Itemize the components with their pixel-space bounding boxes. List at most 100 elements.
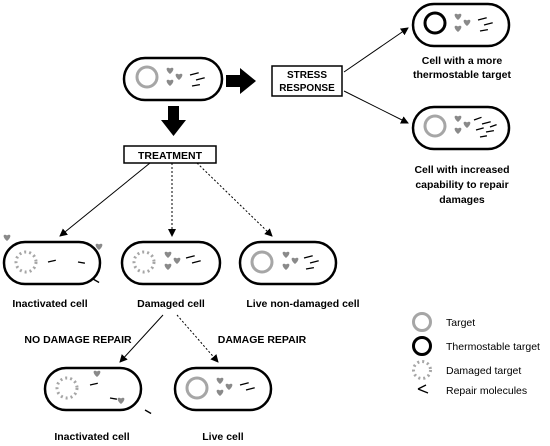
inactivated-top-label: Inactivated cell [12,298,87,310]
cell-contents [3,13,497,415]
arrow-to-thermostable [343,27,409,73]
stress-response-box: STRESS RESPONSE [271,65,343,97]
repair-molecule-icon [417,384,429,394]
damaged-target-icon [412,360,432,380]
cell-thermostable [411,2,511,48]
legend-target-label: Target [446,317,475,329]
target-molecule-icon [454,13,462,20]
repair-molecule-icon [485,129,495,133]
target-molecule-icon [291,257,299,264]
target-icon [412,312,432,332]
cell-inactivated-top [2,240,102,286]
repair-molecule-icon [475,127,484,131]
repair-molecule-icon [245,387,255,391]
target-molecule-icon [117,397,125,404]
repair-molecule-icon [191,83,201,87]
target-molecule-icon [164,251,172,258]
live-label: Live cell [202,431,244,443]
target-molecule-icon [166,79,174,86]
repair-molecule-icon [481,121,491,125]
repair-molecule-icon [89,382,98,386]
legend: Target Thermostable target Damaged targe… [412,312,540,397]
damaged-label: Damaged cell [137,298,205,310]
thermostable-cell-label-1: Cell with a more [422,55,503,67]
repair-molecule-icon [479,135,488,138]
target-molecule-icon [166,67,174,74]
repair-molecule-icon [47,259,56,263]
repair-molecule-icon [109,397,118,400]
repair-cell-label-1: Cell with increased [414,164,509,176]
repair-molecule-icon [305,266,315,270]
target-icon [135,65,159,89]
arrows [59,27,409,363]
legend-repair-label: Repair molecules [446,385,527,397]
repair-molecule-icon [77,261,86,264]
cell-inactivated-bottom [43,366,143,412]
target-molecule-icon [282,263,290,270]
repair-molecule-icon [479,28,489,32]
target-molecule-icon [175,73,183,80]
thermostable-target-icon [412,336,432,356]
arrow-to-live-nondamaged [196,162,273,237]
target-molecule-icon [3,234,11,241]
repair-cell-label-3: damages [439,194,485,206]
thermostable-cell-label-2: thermostable target [413,69,512,81]
target-molecule-icon [463,121,471,128]
target-molecule-icon [282,251,290,258]
cell-live-nondamaged [238,240,338,286]
target-icon [250,250,274,274]
repair-cell-label-2: capability to repair [415,179,508,191]
arrow-to-repair [343,90,409,124]
repair-molecule-icon [473,116,482,121]
treatment-label: TREATMENT [138,150,203,162]
repair-molecule-icon [489,123,497,128]
no-damage-repair-label: NO DAMAGE REPAIR [24,334,132,346]
target-molecule-icon [216,377,224,384]
block-arrow-right [226,68,256,94]
repair-molecule-icon [483,22,493,26]
arrow-repair [176,314,219,363]
damage-repair-label: DAMAGE REPAIR [218,334,307,346]
repair-molecule-icon [92,278,100,284]
cell-damaged [120,240,222,286]
thermostable-target-icon [423,11,447,35]
repair-molecule-icon [191,260,201,264]
legend-thermostable-label: Thermostable target [446,341,540,353]
live-nondamaged-label: Live non-damaged cell [246,298,359,310]
target-molecule-icon [173,257,181,264]
stress-label-line2: RESPONSE [279,83,335,94]
target-molecule-icon [164,263,172,270]
treatment-box: TREATMENT [123,145,217,164]
target-molecule-icon [463,19,471,26]
target-molecule-icon [454,127,462,134]
arrow-no-repair [119,314,164,363]
target-molecule-icon [454,115,462,122]
damaged-target-icon [55,376,79,400]
target-molecule-icon [225,383,233,390]
repair-molecule-icon [303,255,313,259]
repair-molecule-icon [195,77,205,81]
repair-molecule-icon [477,17,487,21]
target-icon [185,376,209,400]
target-molecule-icon [216,389,224,396]
inactivated-bottom-label: Inactivated cell [54,431,129,443]
target-molecule-icon [93,370,101,377]
cell-live [173,366,273,412]
arrow-to-inactivated [59,162,151,237]
target-icon [423,114,447,138]
target-molecule-icon [454,25,462,32]
target-molecule-icon [95,243,103,250]
cell-original [122,56,224,102]
repair-molecule-icon [309,260,319,264]
damaged-target-icon [14,250,38,274]
legend-damaged-label: Damaged target [446,365,521,377]
block-arrow-down [161,106,186,136]
repair-molecule-icon [239,382,249,386]
stress-label-line1: STRESS [287,70,327,81]
cell-increased-repair [411,105,511,151]
repair-molecule-icon [185,255,195,259]
repair-molecule-icon [189,72,199,76]
repair-molecule-icon [144,409,152,415]
damaged-target-icon [132,250,156,274]
